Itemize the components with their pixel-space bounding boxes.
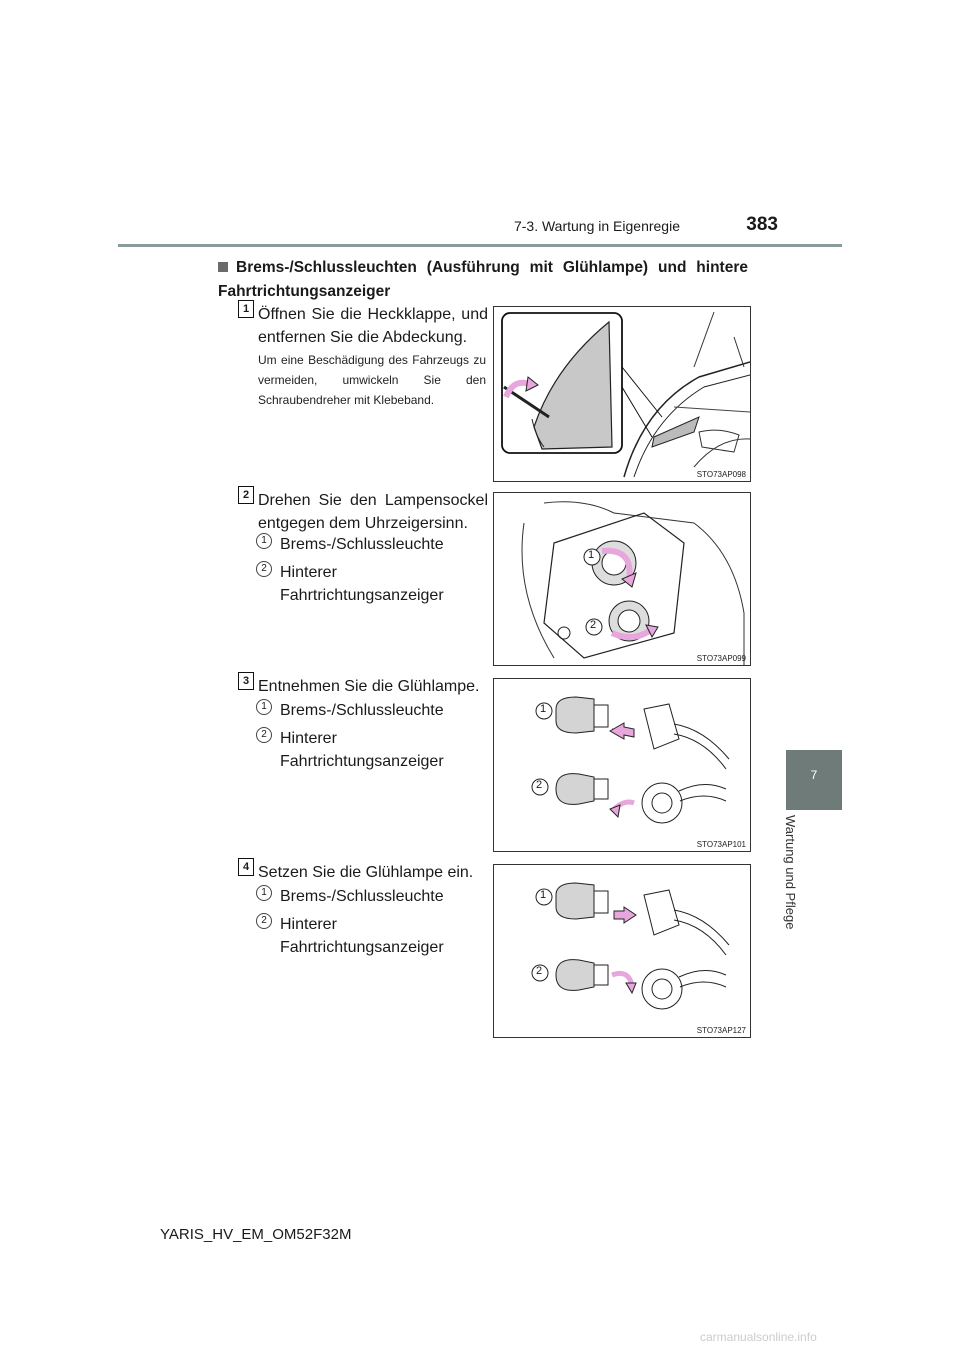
figure-open-tailgate: STO73AP098 — [493, 306, 751, 482]
callout-number: 1 — [256, 885, 272, 901]
step-badge: 2 — [238, 486, 254, 504]
section-title-text: Brems-/Schlussleuchten (Ausführung mit G… — [218, 259, 748, 300]
section-reference: 7-3. Wartung in Eigenregie — [513, 218, 680, 234]
lamp-socket-illustration — [521, 501, 745, 665]
callout-number: 2 — [256, 727, 272, 743]
step-2-item-1: Brems-/Schlussleuchte — [280, 536, 444, 553]
figure-code: STO73AP098 — [696, 470, 746, 479]
figure-code: STO73AP101 — [696, 840, 746, 849]
step-3-text: Entnehmen Sie die Glühlampe. — [258, 678, 480, 695]
step-badge: 1 — [238, 300, 254, 318]
page-number: 383 — [746, 214, 778, 235]
chapter-label-container: Wartung und Pflege — [783, 815, 803, 935]
chapter-label: Wartung und Pflege — [783, 815, 798, 930]
chapter-tab: 7 — [786, 750, 842, 810]
remove-bulb-illustration — [531, 696, 730, 824]
step-4-item-2: Hinterer Fahrtrichtungsanzeiger — [280, 916, 444, 956]
step-3-item-1: Brems-/Schlussleuchte — [280, 702, 444, 719]
install-bulb-illustration — [531, 882, 730, 1010]
figure-callout: 2 — [536, 965, 543, 977]
watermark: carmanualsonline.info — [700, 1330, 817, 1344]
step-3-item-2: Hinterer Fahrtrichtungsanzeiger — [280, 730, 444, 770]
callout-number: 2 — [256, 913, 272, 929]
callout-number: 2 — [256, 561, 272, 577]
step-4-text: Setzen Sie die Glühlampe ein. — [258, 864, 474, 881]
figure-remove-bulb: 1 2 STO73AP101 — [493, 678, 751, 852]
callout-number: 1 — [256, 533, 272, 549]
square-bullet-icon — [218, 262, 228, 272]
callout-number: 1 — [256, 699, 272, 715]
section-title: Brems-/Schlussleuchten (Ausführung mit G… — [218, 256, 748, 304]
figure-callout: 2 — [590, 619, 597, 631]
figure-callout: 2 — [536, 779, 543, 791]
figure-code: STO73AP099 — [696, 654, 746, 663]
header-rule — [118, 244, 842, 247]
figure-callout: 1 — [588, 549, 595, 561]
step-4-item-1: Brems-/Schlussleuchte — [280, 888, 444, 905]
figure-code: STO73AP127 — [696, 1026, 746, 1035]
step-2-item-2: Hinterer Fahrtrichtungsanzeiger — [280, 564, 444, 604]
figure-callout: 1 — [540, 703, 547, 715]
figure-install-bulb: 1 2 STO73AP127 — [493, 864, 751, 1038]
step-1-note: Um eine Beschädigung des Fahrzeugs zu ve… — [258, 353, 486, 407]
chapter-number: 7 — [810, 768, 818, 782]
step-2-text: Drehen Sie den Lampensockel entgegen dem… — [258, 492, 488, 532]
figure-lamp-socket: 1 2 STO73AP099 — [493, 492, 751, 666]
document-id: YARIS_HV_EM_OM52F32M — [160, 1226, 352, 1243]
step-badge: 4 — [238, 858, 254, 876]
tailgate-illustration — [501, 311, 750, 478]
step-badge: 3 — [238, 672, 254, 690]
step-1-text: Öffnen Sie die Heckklappe, und entfernen… — [258, 306, 488, 346]
figure-callout: 1 — [540, 889, 547, 901]
